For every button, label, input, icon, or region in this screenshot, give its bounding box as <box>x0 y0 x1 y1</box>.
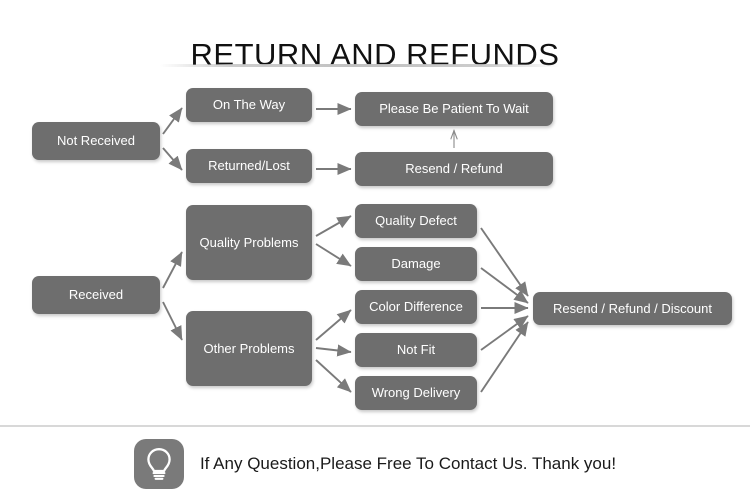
edge-wrong_delivery-to-final_outcome <box>480 321 529 393</box>
flow-node-not_received: Not Received <box>32 122 160 160</box>
edge-other_probs-to-color_diff <box>315 309 352 341</box>
flow-node-damage: Damage <box>355 247 477 281</box>
footer-note: If Any Question,Please Free To Contact U… <box>0 434 750 494</box>
edge-quality_defect-to-final_outcome <box>480 227 529 297</box>
flow-node-returned_lost: Returned/Lost <box>186 149 312 183</box>
edge-other_probs-to-not_fit <box>315 344 352 357</box>
flow-node-resend_refund: Resend / Refund <box>355 152 553 186</box>
flow-node-quality_probs: Quality Problems <box>186 205 312 280</box>
title-divider <box>160 64 560 67</box>
flow-node-not_fit: Not Fit <box>355 333 477 367</box>
flow-node-color_diff: Color Difference <box>355 290 477 324</box>
edge-received-to-quality_probs <box>162 251 183 289</box>
footer-divider <box>0 425 750 427</box>
edge-damage-to-final_outcome <box>480 267 529 304</box>
edge-quality_probs-to-damage <box>315 243 352 267</box>
flow-node-be_patient: Please Be Patient To Wait <box>355 92 553 126</box>
page-title: RETURN AND REFUNDS <box>190 36 560 72</box>
flow-node-wrong_delivery: Wrong Delivery <box>355 376 477 410</box>
flow-node-received: Received <box>32 276 160 314</box>
edge-not_fit-to-final_outcome <box>480 315 529 351</box>
lightbulb-glyph <box>147 448 171 480</box>
flow-node-other_probs: Other Problems <box>186 311 312 386</box>
edge-not_received-to-on_the_way <box>162 107 183 135</box>
edge-quality_probs-to-quality_defect <box>315 215 352 237</box>
lightbulb-icon <box>133 439 184 489</box>
flow-node-on_the_way: On The Way <box>186 88 312 122</box>
edge-received-to-other_probs <box>162 301 183 341</box>
footer-message: If Any Question,Please Free To Contact U… <box>199 454 617 473</box>
flow-node-final_outcome: Resend / Refund / Discount <box>533 292 732 325</box>
flow-node-quality_defect: Quality Defect <box>355 204 477 238</box>
edge-not_received-to-returned_lost <box>162 147 183 171</box>
edge-other_probs-to-wrong_delivery <box>315 359 352 393</box>
